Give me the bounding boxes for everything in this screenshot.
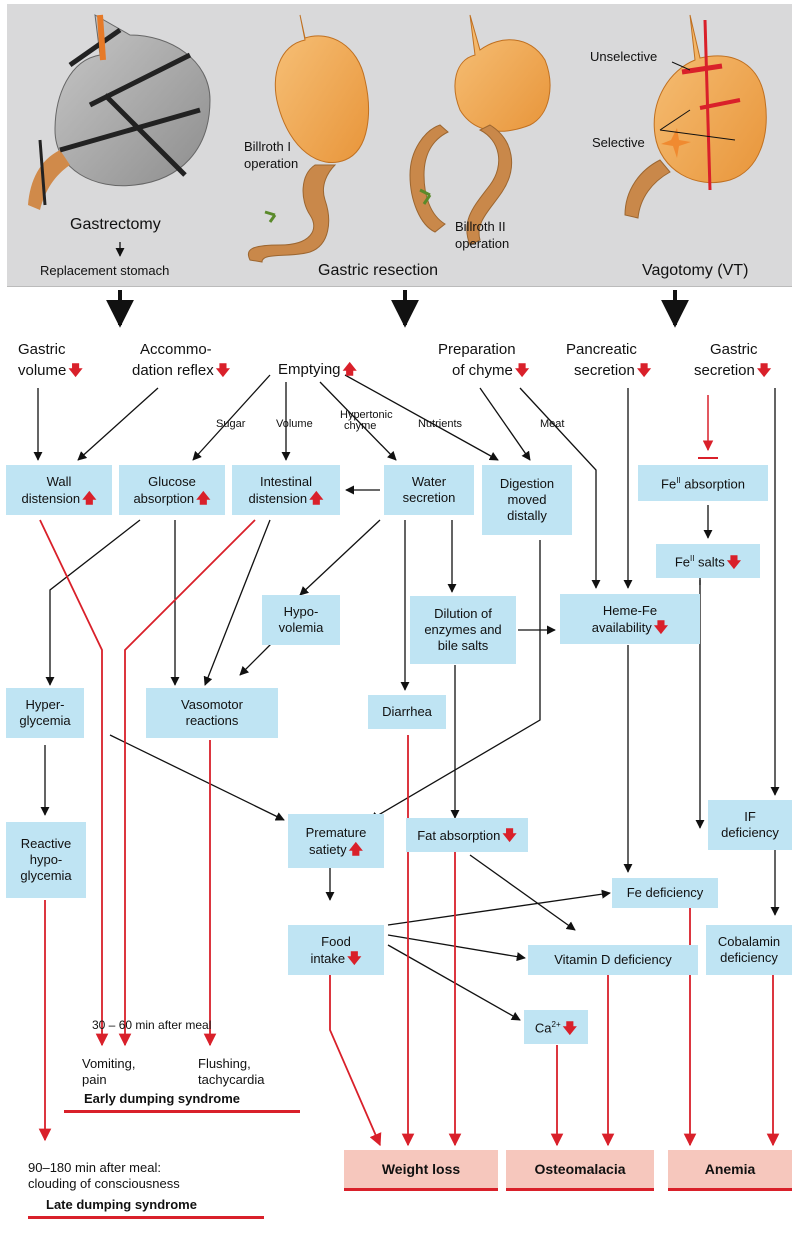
vagotomy-illustration (624, 14, 767, 219)
late-dumping-underline (28, 1216, 264, 1219)
billroth-i-illustration (247, 14, 369, 263)
replacement-stomach-label: Replacement stomach (40, 263, 170, 278)
unselective-label: Unselective (590, 49, 658, 64)
vitamin-d-deficiency-box: Vitamin D deficiency (528, 945, 698, 975)
fe-absorption-box: FeII absorption (638, 465, 768, 501)
gastric-secretion-label: Gastric secretion🡇 (694, 341, 772, 379)
osteomalacia-box: Osteomalacia (506, 1150, 654, 1191)
preparation-chyme-label: Preparation of chyme🡇 (438, 341, 530, 379)
gastrectomy-label: Gastrectomy (70, 216, 161, 233)
edge-label-meat: Meat (540, 418, 565, 430)
fe-salts-box: FeII salts🡇 (656, 544, 760, 578)
edge-label-nutrients: Nutrients (418, 418, 463, 430)
pancreatic-secretion-label: Pancreatic secretion🡇 (566, 341, 652, 379)
fat-absorption-box: Fat absorption🡇 (406, 818, 528, 852)
late-time-label: 90–180 min after meal:clouding of consci… (28, 1160, 180, 1191)
early-dumping-underline (64, 1110, 300, 1113)
gastric-resection-label: Gastric resection (318, 262, 439, 279)
accommodation-reflex-label: Accommo- dation reflex🡇 (132, 341, 231, 379)
emptying-label: Emptying🡅 (278, 361, 357, 378)
early-dumping-title: Early dumping syndrome (84, 1091, 241, 1106)
edge-label-volume: Volume (276, 418, 313, 430)
anemia-box: Anemia (668, 1150, 792, 1191)
late-dumping-title: Late dumping syndrome (46, 1197, 197, 1212)
calcium-box: Ca2+🡇 (524, 1010, 588, 1044)
flushing-tachycardia-label: Flushing,tachycardia (198, 1056, 265, 1087)
gastrectomy-illustration (28, 14, 211, 210)
weight-loss-box: Weight loss (344, 1150, 498, 1191)
fe-deficiency-box: Fe deficiency (612, 878, 718, 908)
billroth-ii-illustration (409, 14, 551, 246)
early-time-label: 30 – 60 min after meal (92, 1018, 212, 1032)
hypovolemia-box: Hypo-volemia (262, 595, 340, 645)
edge-label-sugar: Sugar (216, 418, 246, 430)
selective-label: Selective (592, 135, 645, 150)
vagotomy-label: Vagotomy (VT) (642, 262, 749, 279)
vomiting-pain-label: Vomiting,pain (82, 1056, 136, 1087)
diarrhea-box: Diarrhea (368, 695, 446, 729)
hyperglycemia-box: Hyper-glycemia (6, 688, 84, 738)
gastric-volume-label: Gastric volume🡇 (18, 341, 83, 379)
